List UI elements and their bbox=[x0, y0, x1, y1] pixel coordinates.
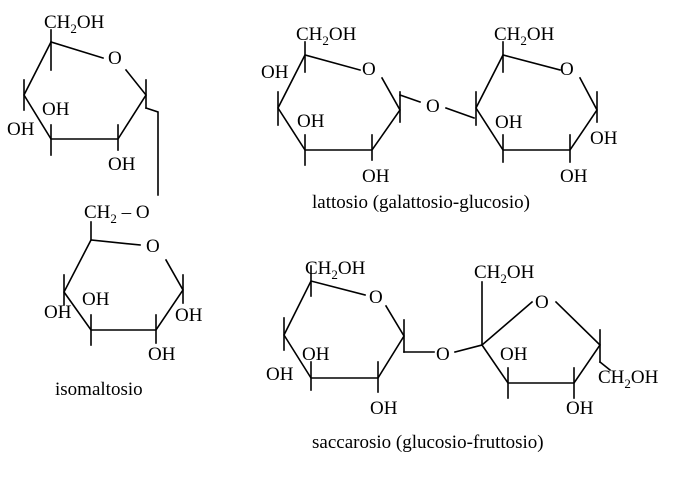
sucrose-oh-label: OH bbox=[266, 364, 294, 385]
isomaltose-lower-ring bbox=[63, 239, 184, 346]
sucrose-oh-label: OH bbox=[302, 344, 330, 365]
lactose-oh-label: OH bbox=[261, 62, 289, 83]
lactose-oh-label: OH bbox=[297, 111, 325, 132]
isomaltose-structure: CH2OH O OH OH OH CH2 – O O OH OH OH OH i… bbox=[7, 12, 203, 400]
isomaltose-oh-label: OH bbox=[42, 99, 70, 120]
lactose-ring-oxygen-left: O bbox=[362, 59, 376, 80]
isomaltose-ring-oxygen-upper: O bbox=[108, 48, 122, 69]
sucrose-glucose-ring bbox=[283, 265, 435, 393]
isomaltose-ch2-link-label: CH2 – O bbox=[84, 202, 150, 226]
sucrose-glycosidic-oxygen: O bbox=[436, 344, 450, 365]
isomaltose-ring-oxygen-lower: O bbox=[146, 236, 160, 257]
sucrose-oh-label: OH bbox=[370, 398, 398, 419]
isomaltose-oh-label: OH bbox=[175, 305, 203, 326]
sucrose-ch2oh-label-end: CH2OH bbox=[598, 367, 659, 391]
lactose-glycosidic-oxygen: O bbox=[426, 96, 440, 117]
sucrose-oh-label: OH bbox=[500, 344, 528, 365]
isomaltose-ch2oh-label: CH2OH bbox=[44, 12, 105, 36]
lactose-oh-label: OH bbox=[495, 112, 523, 133]
isomaltose-oh-label: OH bbox=[148, 344, 176, 365]
sucrose-ring-oxygen-fructose: O bbox=[535, 292, 549, 313]
lactose-oh-label: OH bbox=[560, 166, 588, 187]
lactose-caption: lattosio (galattosio-glucosio) bbox=[312, 192, 530, 213]
lactose-oh-label: OH bbox=[362, 166, 390, 187]
lactose-right-ring bbox=[475, 41, 598, 163]
lactose-ring-oxygen-right: O bbox=[560, 59, 574, 80]
lactose-oh-label: OH bbox=[590, 128, 618, 149]
isomaltose-oh-label: OH bbox=[44, 302, 72, 323]
sucrose-fructose-ring bbox=[480, 281, 612, 399]
sucrose-oh-label: OH bbox=[566, 398, 594, 419]
isomaltose-oh-label: OH bbox=[82, 289, 110, 310]
isomaltose-oh-label: OH bbox=[7, 119, 35, 140]
isomaltose-oh-label: OH bbox=[108, 154, 136, 175]
lactose-ch2oh-label-left: CH2OH bbox=[296, 24, 357, 48]
lactose-ch2oh-label-right: CH2OH bbox=[494, 24, 555, 48]
isomaltose-caption: isomaltosio bbox=[55, 379, 143, 400]
sucrose-caption: saccarosio (glucosio-fruttosio) bbox=[312, 432, 544, 453]
sucrose-ch2oh-label-fructose: CH2OH bbox=[474, 262, 535, 286]
lactose-left-ring bbox=[277, 41, 422, 166]
sucrose-ch2oh-label-glucose: CH2OH bbox=[305, 258, 366, 282]
sucrose-structure: CH2OH O OH OH OH O CH2OH O OH CH2OH OH s… bbox=[266, 258, 659, 453]
lactose-structure: CH2OH OH O OH OH O CH2OH O OH OH OH latt… bbox=[261, 24, 618, 213]
isomaltose-upper-ring bbox=[23, 29, 159, 196]
sucrose-ring-oxygen-glucose: O bbox=[369, 287, 383, 308]
